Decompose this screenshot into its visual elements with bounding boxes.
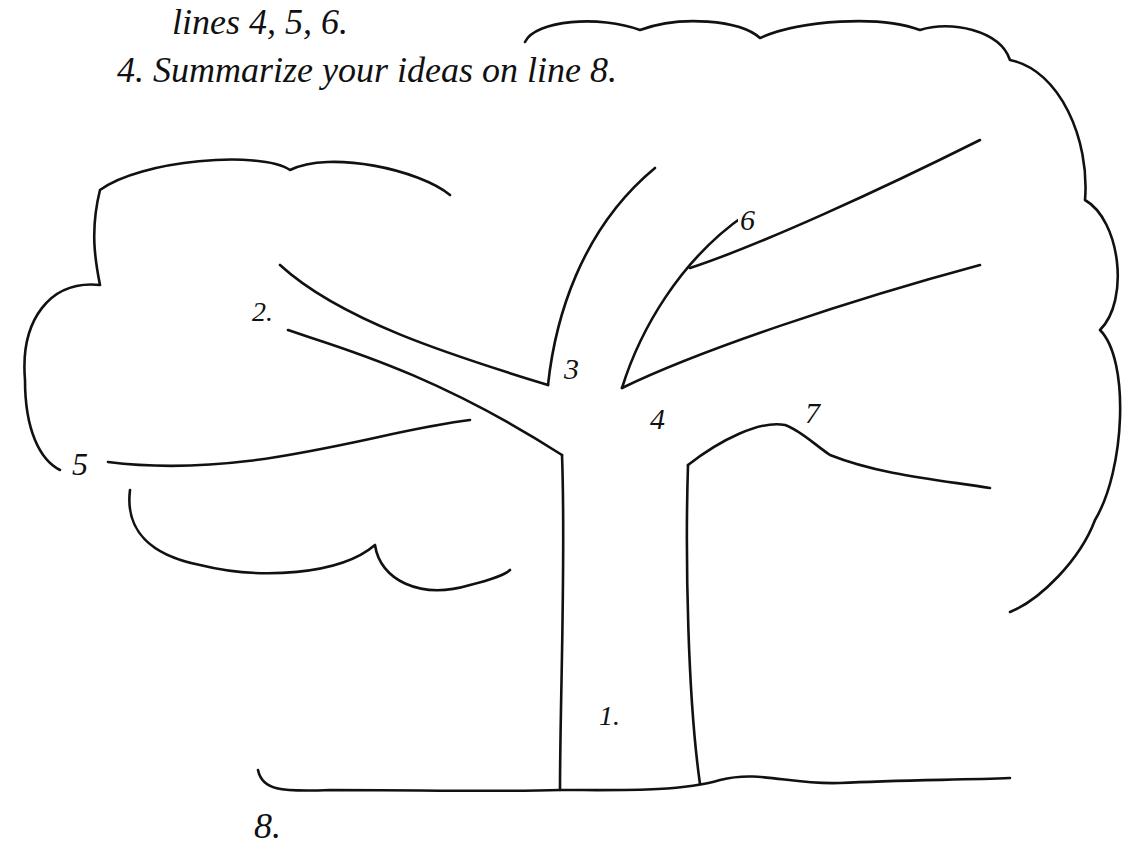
callout-number: 4: [648, 402, 667, 437]
instruction-text: 4. Summarize your ideas on line 8.: [115, 50, 619, 91]
crown-outline-lower-left: [129, 490, 510, 590]
callout-number: 1.: [597, 700, 622, 732]
trunk-right: [687, 465, 700, 784]
branch-left-low: [108, 420, 470, 466]
callout-number: 3: [562, 352, 581, 387]
crown-outline-left: [24, 160, 450, 470]
instruction-text: lines 4, 5, 6.: [170, 2, 350, 43]
callout-number: 6: [738, 203, 757, 238]
ground-line: [258, 770, 1010, 791]
branch-right-lower: [688, 424, 990, 488]
trunk-left: [560, 455, 563, 790]
branch-left-upper: [280, 265, 548, 385]
callout-number: 7: [803, 396, 822, 431]
branch-middle-right: [622, 215, 745, 388]
callout-number: 8.: [252, 806, 283, 847]
callout-number: 2.: [250, 296, 275, 328]
branch-left-lower: [288, 330, 562, 455]
callout-number: 5: [70, 446, 90, 483]
crown-outline-right: [525, 21, 1120, 612]
branch-right-upper-top: [690, 140, 980, 268]
